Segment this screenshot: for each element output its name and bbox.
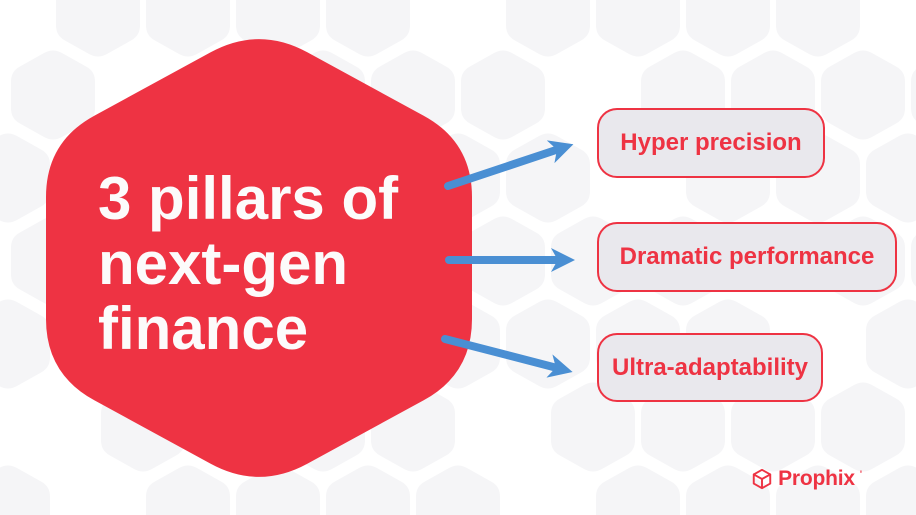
pillar-label: Dramatic performance (619, 243, 875, 270)
main-title-line-1: 3 pillars of (98, 165, 399, 232)
main-title-line-3: finance (98, 295, 309, 362)
main-title: 3 pillars of next-gen finance (98, 166, 398, 361)
main-title-line-2: next-gen (98, 230, 349, 297)
prophix-logo: Prophix ' (751, 467, 862, 491)
pillar-label: Hyper precision (620, 129, 802, 156)
prophix-trademark-mark: ' (859, 469, 862, 479)
pillar-label: Ultra-adaptability (611, 353, 809, 381)
arrow-icon-top (444, 140, 574, 190)
arrow-icon-bottom (441, 335, 573, 378)
prophix-logo-text: Prophix (778, 467, 855, 490)
pillar-box-hyper-precision: Hyper precision (597, 108, 825, 178)
pillar-box-dramatic-performance: Dramatic performance (597, 222, 897, 292)
prophix-cube-icon (752, 468, 772, 490)
pillar-box-ultra-adaptability: Ultra-adaptability (597, 333, 823, 402)
